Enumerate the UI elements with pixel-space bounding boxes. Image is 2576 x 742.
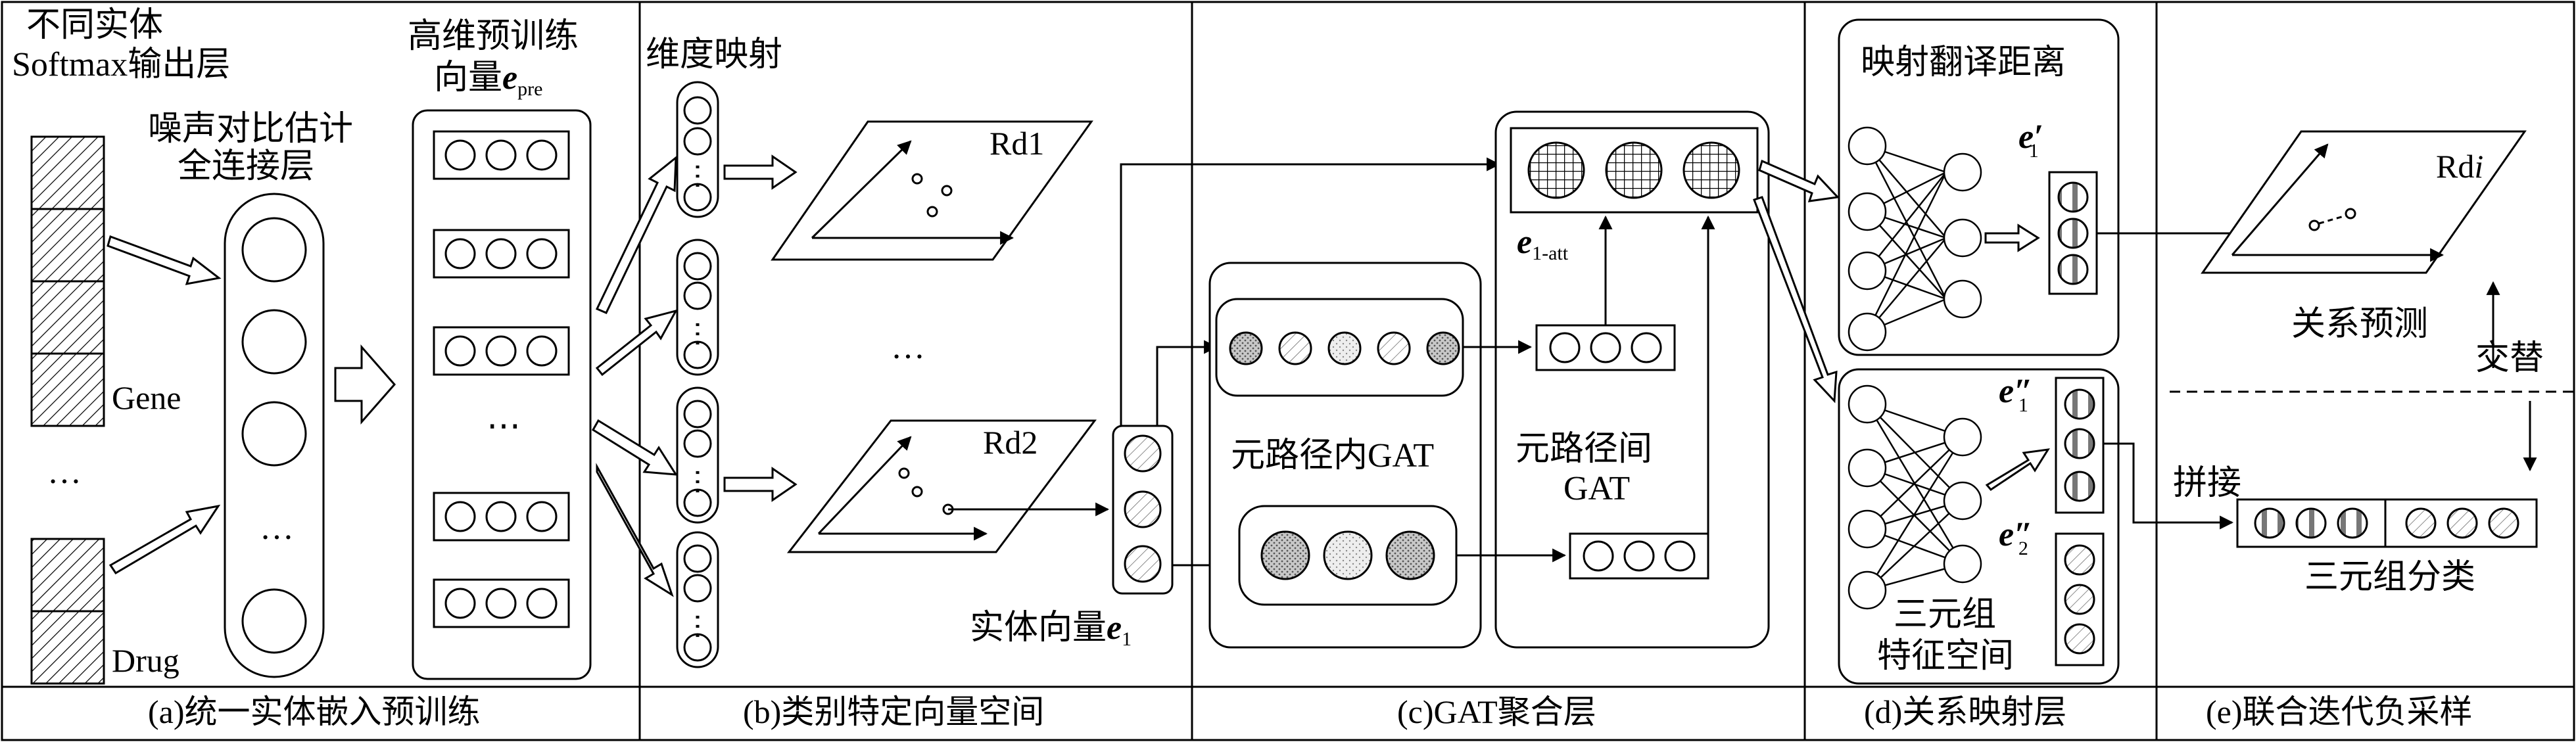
dim-map-arrows [591, 155, 678, 597]
entity-vector [1112, 425, 1174, 595]
caption-b: (b)类别特定向量空间 [743, 693, 1044, 730]
triple-label-2: 特征空间 [1877, 638, 2014, 675]
svg-text:e″2: e″2 [1999, 516, 2033, 559]
nce-nodes [241, 217, 307, 654]
e1pp-symbol: e [1999, 373, 2014, 410]
drug-to-nce-arrow [108, 504, 221, 575]
to-rd2-arrow [723, 467, 798, 502]
e1pp-prime: ″ [2014, 373, 2033, 410]
gene-to-nce-arrow [107, 235, 222, 285]
net2-to-e1pp-arrow [1985, 448, 2050, 491]
triple-label-1: 三元组 [1894, 596, 1996, 634]
entity-sub: 1 [1122, 628, 1132, 650]
softmax-drug-cells [30, 538, 105, 685]
entity-vector-label: 实体向量 [970, 609, 1107, 647]
to-rd1-arrow [723, 154, 798, 190]
rd2-space [786, 419, 1097, 553]
inter-gat-label-1: 元路径间 [1515, 430, 1652, 468]
vector-ellipsis-2: ⋯ [682, 320, 713, 348]
vector-ellipsis-3: ⋯ [682, 468, 713, 496]
nce-to-pretrain-arrow [334, 344, 396, 425]
pretrain-sub: pre [517, 78, 542, 100]
e2-double-prime-vector [2055, 532, 2105, 666]
e1-prime-vector [2048, 171, 2098, 295]
softmax-ellipsis: … [47, 453, 82, 491]
pretrain-symbol: e [502, 59, 517, 97]
entity-symbol: e [1107, 609, 1122, 647]
translation-label: 映射翻译距离 [1861, 44, 2066, 81]
inter-vector-1 [1535, 324, 1676, 371]
caption-c: (c)GAT聚合层 [1397, 693, 1596, 730]
svg-text:实体向量e1: 实体向量e1 [970, 609, 1132, 650]
intra-gat-label: 元路径内GAT [1231, 437, 1434, 475]
rdi-label: Rd [2436, 148, 2474, 185]
nce-label-line2: 全连接层 [178, 148, 314, 185]
e1-double-prime-vector [2055, 377, 2105, 514]
e1p-prime: ′ [2034, 118, 2043, 156]
svg-text:向量epre: 向量epre [434, 59, 542, 100]
triple-box [1838, 368, 2120, 685]
att-to-mapping-arrows [1753, 159, 1840, 404]
panel-a: 不同实体 Softmax输出层 噪声对比估计 全连接层 高维预训练 向量epre… [12, 7, 592, 730]
vector-ellipsis-4: ⋯ [682, 613, 713, 640]
inter-gat-label-2: GAT [1563, 470, 1630, 507]
dim-map-label: 维度映射 [646, 36, 782, 74]
panel-e: Rdi 关系预测 交替 拼接 三元组分类 (e)联合迭代负采样 [2170, 130, 2574, 730]
pretrain-label-line2: 向量 [434, 59, 502, 97]
concat-label: 拼接 [2173, 465, 2241, 502]
att-symbol: e [1517, 223, 1532, 261]
meta-path-1 [1215, 298, 1464, 397]
rdi-i: i [2474, 148, 2483, 185]
e2pp-sub: 2 [2018, 538, 2028, 559]
translation-network [1848, 126, 1982, 352]
nce-ellipsis: … [260, 509, 294, 547]
meta-path-2 [1238, 505, 1458, 606]
e1p-sub: 1 [2029, 140, 2039, 162]
vector-ellipsis-1: ⋯ [682, 162, 713, 190]
e1pp-sub: 1 [2018, 394, 2028, 416]
caption-e: (e)联合迭代负采样 [2206, 693, 2473, 730]
svg-text:Rdi: Rdi [2436, 148, 2483, 185]
pretrain-label-line1: 高维预训练 [408, 18, 579, 55]
mapped-vectors [676, 81, 719, 668]
drug-label: Drug [112, 642, 179, 679]
att-sub: 1-att [1532, 243, 1569, 264]
inter-gat-box [1494, 110, 1770, 649]
rd2-label: Rd2 [983, 424, 1038, 461]
e1p-symbol: e [2018, 118, 2034, 156]
nce-label-line1: 噪声对比估计 [148, 110, 353, 148]
pretrain-vectors [433, 130, 570, 628]
caption-d: (d)关系映射层 [1864, 693, 2066, 730]
rd1-label: Rd1 [990, 125, 1044, 162]
svg-text:e′1: e′1 [2018, 118, 2043, 162]
panel-b: 维度映射 ⋯ ⋯ ⋯ ⋯ Rd1 [646, 36, 1174, 730]
softmax-label-line1: 不同实体 [26, 7, 163, 44]
panel-d: 映射翻译距离 三元组 特征空间 e′1 [1838, 18, 2120, 730]
pretrain-ellipsis: ⋯ [487, 407, 521, 445]
inter-vector-2 [1569, 532, 1709, 580]
svg-text:e″1: e″1 [1999, 373, 2033, 416]
triple-network [1848, 384, 1982, 610]
e2pp-symbol: e [1999, 516, 2014, 553]
rdi-space [2201, 130, 2527, 274]
relation-prediction-label: 关系预测 [2291, 306, 2428, 343]
panel-c: 元路径内GAT 元路径间 GAT e1-att [1208, 110, 1770, 730]
concat-vector [2236, 498, 2538, 548]
triple-classification-label: 三元组分类 [2304, 559, 2475, 596]
e2pp-prime: ″ [2014, 516, 2033, 553]
net1-to-e1p-arrow [1984, 223, 2040, 252]
softmax-label-line2: Softmax输出层 [12, 46, 230, 83]
alternate-label: 交替 [2475, 340, 2544, 377]
rd1-space [771, 120, 1093, 261]
spaces-ellipsis: … [891, 329, 925, 366]
attention-vector [1510, 127, 1759, 214]
svg-text:e1-att: e1-att [1517, 223, 1569, 264]
softmax-gene-cells [30, 135, 105, 427]
caption-a: (a)统一实体嵌入预训练 [148, 693, 481, 730]
gene-label: Gene [112, 379, 181, 416]
